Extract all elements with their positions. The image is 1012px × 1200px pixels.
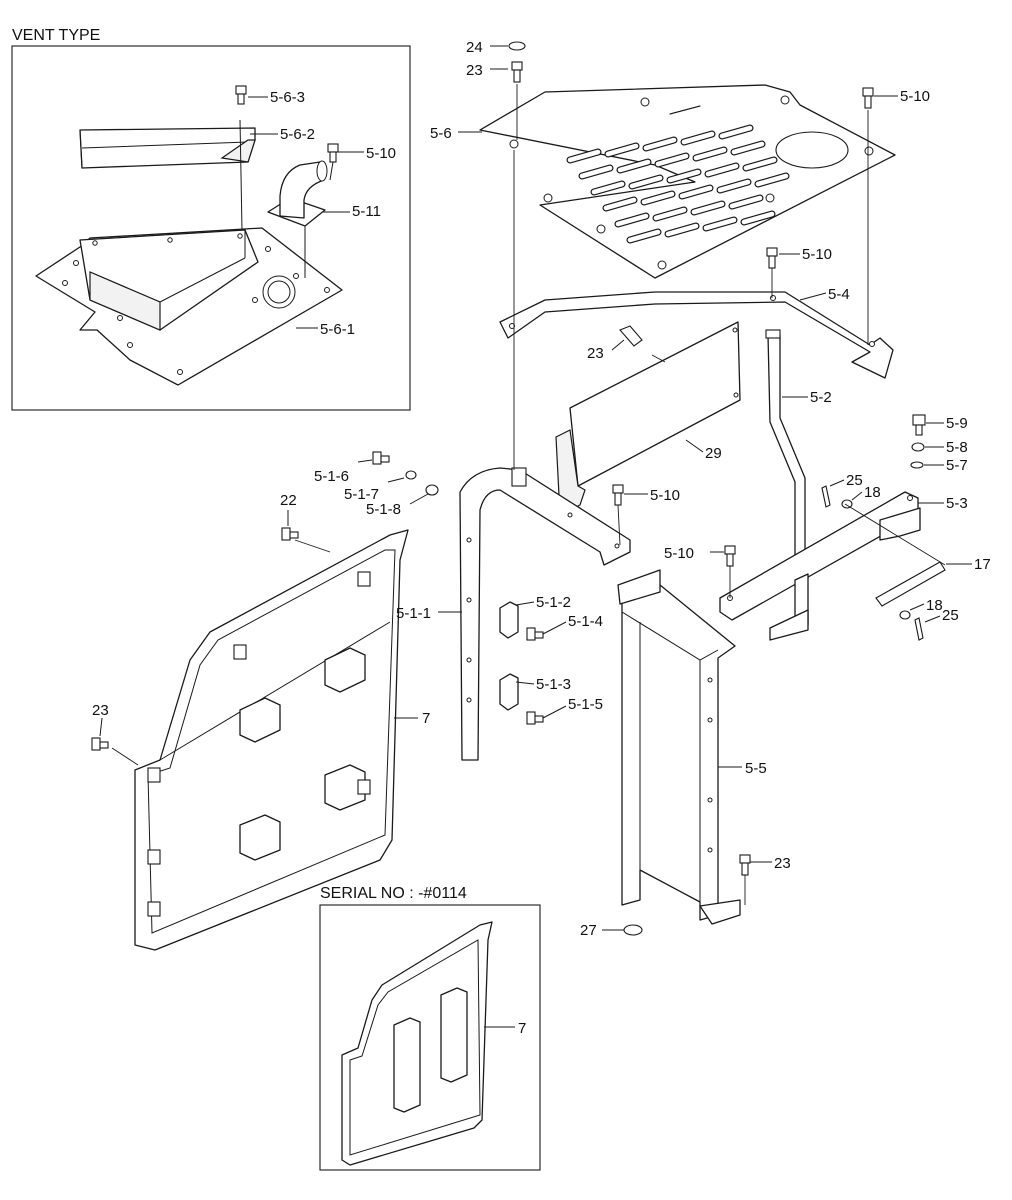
vent-slot [627, 229, 661, 243]
vent-slot [705, 163, 739, 177]
vent-slot [653, 207, 687, 221]
bolt-5-6-3 [235, 85, 247, 105]
label-5-7: 5-7 [946, 457, 968, 474]
stay-5-2 [767, 334, 806, 556]
label-23-low: 23 [774, 855, 791, 872]
label-5-5: 5-5 [745, 760, 767, 777]
vent-slot [703, 217, 737, 231]
callouts: 24 23 5-10 5-6 5-10 5-4 23 5-2 29 5-9 5-… [92, 39, 991, 1037]
vent-slot [665, 223, 699, 237]
vent-slot [691, 201, 725, 215]
assembly-lines [111, 84, 946, 905]
vent-slot [615, 213, 649, 227]
fasteners [91, 41, 946, 936]
top-cover-hole [775, 131, 849, 169]
label-7-inset: 7 [518, 1020, 526, 1037]
label-18-a: 18 [864, 484, 881, 501]
label-5-8: 5-8 [946, 439, 968, 456]
top-cover-slots [669, 105, 701, 115]
vent-slot [731, 141, 765, 155]
label-5-6-2: 5-6-2 [280, 126, 315, 143]
vent-slot [567, 149, 601, 163]
label-5-2: 5-2 [810, 389, 832, 406]
label-5-10-b: 5-10 [802, 246, 832, 263]
serial-title: SERIAL NO : -#0114 [320, 885, 467, 902]
frame-5-1-1 [459, 467, 631, 761]
vent-slot [755, 173, 789, 187]
vent-slot [693, 147, 727, 161]
top-cover [479, 84, 896, 279]
bracket-5-1-3 [499, 673, 519, 711]
vent-slot [591, 181, 625, 195]
vent-slot [603, 197, 637, 211]
serial-frame [319, 904, 541, 1171]
vent-slot [667, 169, 701, 183]
bolt-5-10-vent [327, 143, 339, 181]
label-5-1-6: 5-1-6 [314, 468, 349, 485]
vent-slot [605, 143, 639, 157]
label-7-main: 7 [422, 710, 430, 727]
label-24: 24 [466, 39, 483, 56]
label-25-b: 25 [942, 607, 959, 624]
vent-slot [655, 153, 689, 167]
bracket-5-4 [499, 291, 894, 379]
label-5-11: 5-11 [352, 203, 381, 220]
label-5-1-5: 5-1-5 [568, 696, 603, 713]
label-5-1-7: 5-1-7 [344, 486, 379, 503]
panel-7-main [134, 529, 409, 951]
panel-29 [569, 321, 741, 487]
vent-slot [643, 137, 677, 151]
label-25-a: 25 [846, 472, 863, 489]
vent-slot [629, 175, 663, 189]
label-5-1-3: 5-1-3 [536, 676, 571, 693]
label-5-6: 5-6 [430, 125, 452, 142]
label-22: 22 [280, 492, 297, 509]
label-5-10-c: 5-10 [650, 487, 680, 504]
label-23-left: 23 [92, 702, 109, 719]
vent-type-frame [11, 45, 411, 411]
label-5-3: 5-3 [946, 495, 968, 512]
vent-slot [681, 131, 715, 145]
vent-slot [641, 191, 675, 205]
serial-inset: SERIAL NO : -#0114 [319, 885, 541, 1171]
label-27: 27 [580, 922, 597, 939]
vent-slot [579, 165, 613, 179]
panel-7-blocks [239, 647, 366, 861]
vent-slot [729, 195, 763, 209]
vent-slot [679, 185, 713, 199]
top-cover-plate [479, 84, 896, 279]
label-29: 29 [705, 445, 722, 462]
vent-hood [79, 127, 256, 169]
vent-type-inset: VENT TYPE [11, 27, 411, 411]
label-23-mid: 23 [587, 345, 604, 362]
label-5-6-3: 5-6-3 [270, 89, 305, 106]
label-5-1-8: 5-1-8 [366, 501, 401, 518]
label-23-top: 23 [466, 62, 483, 79]
label-5-1-4: 5-1-4 [568, 613, 603, 630]
label-5-9: 5-9 [946, 415, 968, 432]
label-5-10-a: 5-10 [900, 88, 930, 105]
vent-slot [719, 125, 753, 139]
label-5-1-1: 5-1-1 [396, 605, 431, 622]
label-17: 17 [974, 556, 991, 573]
vent-type-title: VENT TYPE [12, 27, 100, 44]
label-5-4: 5-4 [828, 286, 850, 303]
label-5-10-d: 5-10 [664, 545, 694, 562]
label-5-6-1: 5-6-1 [320, 321, 355, 338]
label-5-10-vent: 5-10 [366, 145, 396, 162]
vent-slot [741, 211, 775, 225]
stand-5-5 [621, 584, 736, 921]
vent-slot [617, 159, 651, 173]
vent-slot [717, 179, 751, 193]
label-5-1-2: 5-1-2 [536, 594, 571, 611]
vent-slot [743, 157, 777, 171]
rod-17 [875, 561, 946, 607]
vent-slot-grid [566, 124, 790, 244]
bracket-5-1-2 [499, 601, 519, 639]
label-18-b: 18 [926, 597, 943, 614]
